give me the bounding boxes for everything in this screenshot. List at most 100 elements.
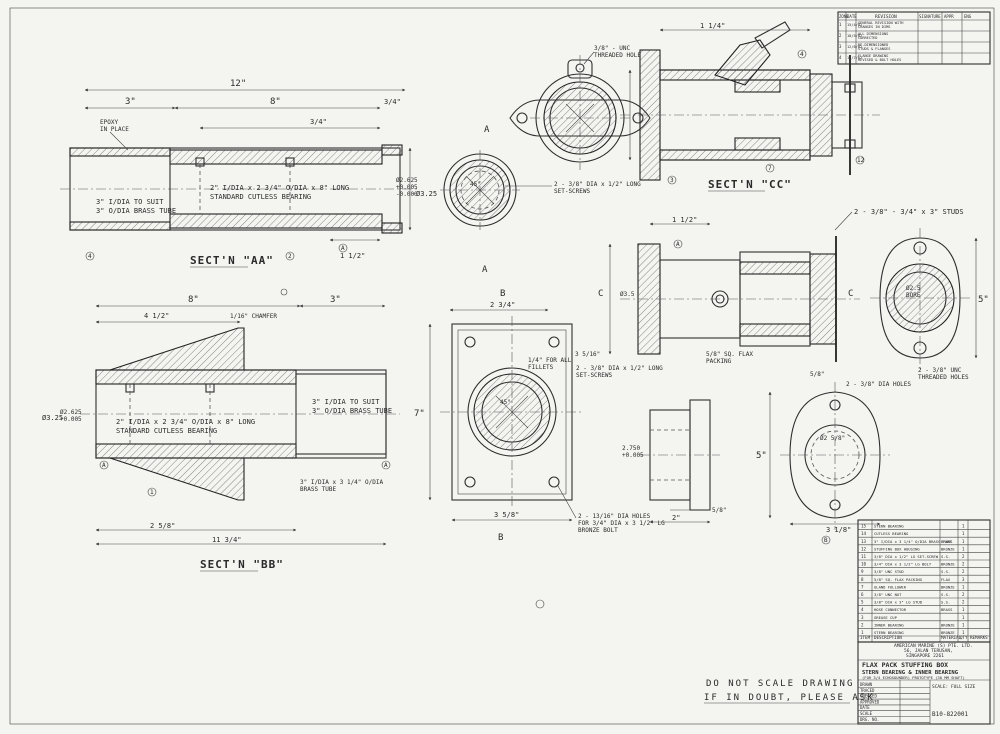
dim-7: 7" — [414, 409, 425, 419]
parts-material: BRONZE — [941, 622, 955, 627]
parts-qty: 1 — [962, 539, 965, 544]
parts-item-no: 1 — [861, 630, 864, 635]
parts-qty: 2 — [962, 600, 965, 605]
dim-dia-2625-bb: Ø2.625+0.005 — [60, 409, 82, 423]
angle-45-b: 45° — [500, 399, 511, 406]
title-block: AMERICAN MARINE (S) PTE. LTD. 56, JALAN … — [857, 641, 991, 725]
parts-header-qty: QTY — [960, 635, 968, 640]
svg-text:3: 3 — [670, 177, 674, 184]
parts-header-item: ITEM — [860, 635, 871, 640]
svg-text:A: A — [102, 462, 106, 469]
parts-description: STUFFING BOX HOUSING — [874, 546, 920, 551]
parts-material: BRONZE — [941, 630, 955, 635]
parts-item-no: 2 — [861, 622, 864, 627]
parts-item-no: 13 — [861, 539, 867, 544]
parts-item-no: 11 — [861, 554, 867, 559]
revision-text: FLANGE DRAWING — [858, 54, 888, 58]
svg-text:4: 4 — [800, 51, 804, 58]
svg-text:7: 7 — [768, 165, 772, 172]
revision-text: REVISED & BOLT HOLES — [858, 58, 901, 62]
dim-dia-325-aa: Ø3.25 — [416, 190, 437, 198]
parts-description: 3/8" UNC STUD — [874, 569, 904, 574]
revision-text: STUDS & FLANGES — [858, 47, 890, 51]
rev-header-revision: REVISION — [875, 14, 897, 20]
parts-description: STERN BEARING — [874, 630, 904, 635]
dim-3-4-b: 3/4" — [310, 118, 327, 126]
parts-qty: 1 — [962, 622, 965, 627]
do-not-scale-note: DO NOT SCALE DRAWING IF IN DOUBT, PLEASE… — [704, 679, 873, 704]
title-line-2: STERN BEARING & INNER BEARING — [862, 670, 959, 676]
parts-qty: 1 — [962, 615, 965, 620]
svg-text:2: 2 — [288, 253, 292, 260]
svg-text:2 - 3/8" UNC THREADED HO: 2 - 3/8" UNC THREADED HOLES — [918, 367, 969, 381]
svg-text:2" I/DIA x 2 3/4" O/DIA x 8" L: 2" I/DIA x 2 3/4" O/DIA x 8" LONG STANDA… — [210, 184, 353, 201]
section-marker-c-left: C — [598, 289, 603, 299]
dim-3-5-8: 3 5/8" — [494, 511, 519, 519]
dim-3-1-8: 3 1/8" — [826, 526, 851, 534]
dim-5-8-c: 5/8" — [810, 371, 824, 378]
note-brass-tube-l2: BRASS TUBE — [300, 486, 337, 493]
revision-text: GENERAL REVISION WITH — [858, 21, 903, 25]
dim-1-1-2-aa: 1 1/2" — [340, 252, 365, 260]
parts-material: BRONZE — [941, 562, 955, 567]
end-view-a: 45° 2 - 3/8" DIA x 1/2" LONG SET-SCREWS … — [440, 125, 641, 275]
note-bolt-holes: 2 - 3/8" DIA HOLES — [846, 381, 911, 388]
svg-text:3" I/DIA TO SUIT 3" O/D: 3" I/DIA TO SUIT 3" O/DIA BRASS TUBE — [96, 198, 176, 215]
parts-item-no: 10 — [861, 562, 867, 567]
reference-balloon — [280, 288, 288, 296]
parts-description: 3/8" DIA x 1/2" LG SET-SCREW — [874, 554, 939, 559]
dim-5-right: 5" — [978, 295, 989, 305]
parts-description: 3/4" DIA x 3 1/2" LG BOLT — [874, 562, 932, 567]
parts-item-no: 3 — [861, 615, 864, 620]
revision-zone: 3 — [839, 44, 842, 49]
note-bore-aa-l1: 3" I/DIA TO SUIT — [96, 198, 164, 206]
note-dia-25-l1: Ø2.5 — [906, 285, 921, 292]
rev-header-zone: ZONE — [839, 14, 849, 19]
note-flax-l1: 5/8" SQ. FLAX — [706, 351, 753, 358]
parts-qty: 2 — [962, 592, 965, 597]
note-bearing-bb-l2: STANDARD CUTLESS BEARING — [116, 427, 217, 435]
dim-1-1-4-cc: 1 1/4" — [700, 22, 725, 30]
rev-header-appr: APPR — [944, 14, 954, 19]
stuffing-box-assembly-view: 2 - 3/8" - 3/4" x 3" STUDS 1 1/2" Ø3.5 C… — [598, 208, 964, 388]
revision-date: 18/5/82 — [847, 34, 862, 38]
dim-dia-325-bb: Ø3.25 — [42, 414, 63, 422]
parts-qty: 2 — [962, 554, 965, 559]
drawing-number: B10-822001 — [932, 711, 969, 718]
dim-3-bb: 3" — [330, 295, 341, 305]
dim-dia-275: 2.750+0.005 — [622, 445, 644, 459]
parts-description: GLAND FOLLOWER — [874, 584, 907, 589]
title-block-label: DATE — [860, 705, 870, 710]
parts-item-no: 14 — [861, 531, 867, 536]
section-bb-view: 8" 3" 4 1/2" 1/16" CHAMFER 2" I/DIA x 2 … — [42, 295, 400, 572]
note-fillet-l2: FILLETS — [528, 364, 554, 371]
rev-header-date: DATE — [847, 14, 857, 19]
section-aa-label: SECT'N "AA" — [190, 254, 274, 267]
section-marker-b-top: B — [500, 289, 505, 299]
section-cc-label: SECT'N "CC" — [708, 178, 792, 191]
parts-material: S.S. — [941, 592, 950, 597]
note-studs: 2 - 3/8" - 3/4" x 3" STUDS — [854, 208, 964, 216]
angle-45-a: 45° — [470, 181, 481, 188]
section-marker-a-top: A — [484, 125, 490, 135]
dim-8: 8" — [270, 97, 281, 107]
dim-11-3-4: 11 3/4" — [212, 536, 242, 544]
parts-description: 3/8" DIA x 3" LG STUD — [874, 600, 923, 605]
title-block-label: DRAWN — [860, 682, 873, 687]
reference-balloon — [535, 599, 545, 609]
section-marker-c-right: C — [848, 289, 853, 299]
flange-end-view-top: 3/8" - UNC THREADED HOLE — [509, 45, 651, 170]
note-drill-holes-l2: FOR 3/4" DIA x 3 1/2" LG — [578, 520, 665, 527]
svg-text:12: 12 — [857, 157, 865, 164]
note-set-screw-1-l2: SET-SCREWS — [554, 188, 591, 195]
note-drill-holes-l1: 2 - 13/16" DIA HOLES — [578, 513, 651, 520]
parts-description: GREASE CUP — [874, 615, 898, 620]
dim-8-bb: 8" — [188, 295, 199, 305]
parts-header-material: MATERIAL — [941, 635, 962, 640]
parts-material: BRONZE — [941, 584, 955, 589]
note-threaded-2-l1: 2 - 3/8" UNC — [918, 367, 962, 374]
parts-material: BRONZE — [941, 546, 955, 551]
revision-text: ALL DIMENSIONS — [858, 32, 888, 36]
